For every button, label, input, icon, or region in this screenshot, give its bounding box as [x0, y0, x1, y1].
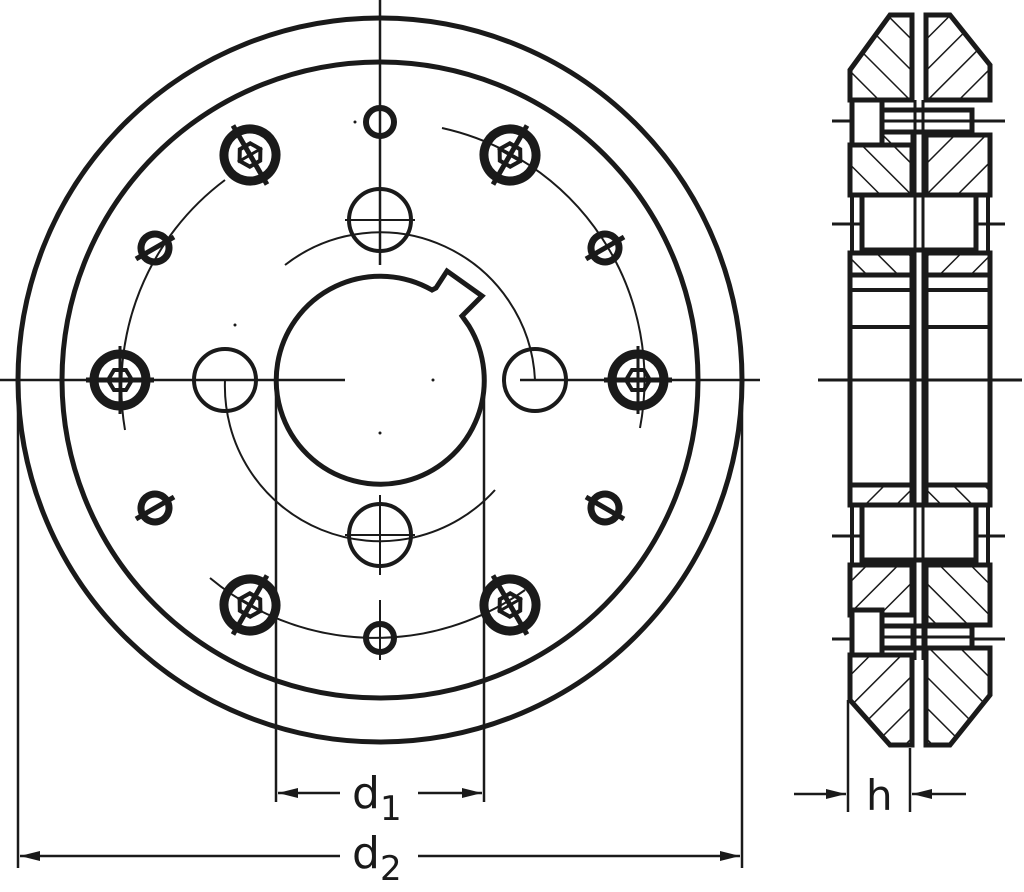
inner-bolt-circle-arc-bottom: [223, 379, 496, 543]
dimension-d2: [16, 400, 744, 868]
pin-icon: [584, 230, 626, 266]
pin-icon: [134, 490, 176, 526]
side-section-view: [818, 12, 1022, 748]
dimension-label-h: h: [866, 771, 893, 820]
large-hole-left: [192, 347, 258, 413]
front-view: [0, 0, 760, 745]
hex-socket-screw-icon: [604, 346, 672, 414]
hex-socket-screw-icon: [479, 124, 541, 186]
small-pins: [134, 230, 626, 526]
hex-socket-screws: [86, 124, 672, 636]
hex-socket-screw-icon: [479, 574, 541, 636]
bore-with-keyway: [273, 267, 487, 487]
small-holes: [363, 105, 397, 660]
pin-icon: [584, 490, 626, 526]
dimension-h: [794, 700, 966, 812]
inner-bolt-circle-arc-top: [284, 231, 536, 381]
outer-bolt-circle-arc-upper-left: [120, 179, 226, 431]
hex-socket-screw-icon: [219, 124, 281, 186]
dimension-d1: [274, 385, 486, 802]
dimension-label-d2: d2: [352, 828, 402, 889]
inner-ring: [59, 59, 701, 701]
large-holes: [192, 187, 568, 575]
outer-circle: [15, 15, 745, 745]
small-hole-top: [363, 105, 397, 139]
hex-socket-screw-icon: [86, 346, 154, 414]
pin-icon: [134, 230, 176, 266]
hex-socket-screw-icon: [219, 574, 281, 636]
dimension-label-d1: d1: [352, 768, 402, 829]
large-hole-right: [502, 347, 568, 413]
